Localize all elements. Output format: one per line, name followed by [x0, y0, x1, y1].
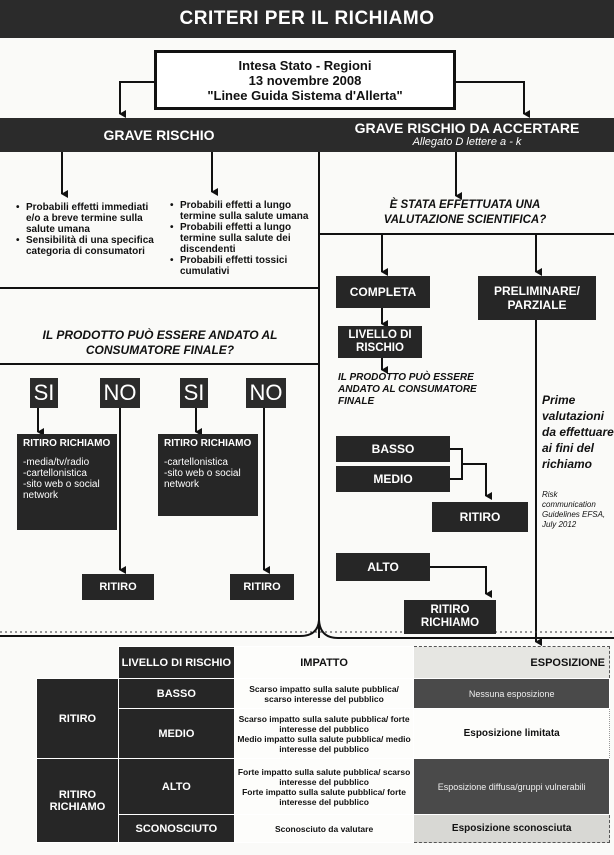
grave-rischio-header: GRAVE RISCHIO — [0, 118, 318, 152]
ritiro-richiamo-box-center: RITIRO RICHIAMO — [404, 600, 496, 634]
header-impatto: IMPATTO — [233, 646, 415, 679]
right-question: È STATA EFFETTUATA UNA VALUTAZIONE SCIEN… — [383, 199, 547, 226]
bullet-item: Probabili effetti immediati e/o a breve … — [16, 202, 156, 235]
intesa-line3: "Linee Guida Sistema d'Allerta" — [207, 87, 403, 103]
grave-rischio-da-accertare-header: GRAVE RISCHIO DA ACCERTARE Allegato D le… — [320, 118, 614, 152]
media-item: -sito web o social network — [164, 468, 241, 490]
bullets-long-term: Probabili effetti a lungo termine sulla … — [170, 200, 315, 277]
medio-box: MEDIO — [336, 466, 450, 492]
basso-box: BASSO — [336, 436, 450, 462]
impact-basso: Scarso impatto sulla salute pubblica/ sc… — [233, 678, 415, 709]
exposure-basso: Nessuna esposizione — [413, 678, 610, 709]
livello-rischio-box: LIVELLO DI RISCHIO — [338, 326, 422, 358]
impact-alto: Forte impatto sulla salute pubblica/ sca… — [233, 758, 415, 815]
si-label-2: SI — [180, 378, 208, 408]
completa-box: COMPLETA — [336, 276, 430, 308]
level-basso: BASSO — [117, 678, 235, 709]
level-medio: MEDIO — [117, 708, 235, 759]
grave-accertare-subtitle: Allegato D lettere a - k — [412, 136, 522, 148]
ritiro-box-left: RITIRO — [82, 574, 154, 600]
exposure-alto: Esposizione diffusa/gruppi vulnerabili — [413, 758, 610, 815]
grave-accertare-title: GRAVE RISCHIO DA ACCERTARE — [354, 120, 580, 136]
intesa-line1: Intesa Stato - Regioni — [238, 57, 372, 73]
page-title: CRITERI PER IL RICHIAMO — [0, 0, 614, 38]
si-label: SI — [30, 378, 58, 408]
media-item: -cartellonistica — [23, 468, 87, 479]
ritiro-box-center: RITIRO — [432, 502, 528, 532]
risk-table: LIVELLO DI RISCHIO IMPATTO ESPOSIZIONE R… — [36, 646, 610, 843]
bullets-short-term: Probabili effetti immediati e/o a breve … — [16, 202, 156, 257]
left-question: IL PRODOTTO PUÒ ESSERE ANDATO AL CONSUMA… — [42, 328, 278, 357]
no-label-2: NO — [246, 378, 286, 408]
media-item: -cartellonistica — [164, 457, 228, 468]
empty-cell — [37, 647, 119, 679]
bullet-item: Probabili effetti a lungo termine sulla … — [170, 222, 315, 255]
ritiro-richiamo-title: RITIRO RICHIAMO — [23, 438, 111, 449]
intesa-line2: 13 novembre 2008 — [248, 72, 362, 88]
ritiro-richiamo-box-1: RITIRO RICHIAMO -media/tv/radio -cartell… — [17, 434, 117, 530]
media-item: -sito web o social network — [23, 479, 100, 501]
header-esposizione: ESPOSIZIONE — [413, 646, 610, 679]
risk-communication-note: Risk communication Guidelines EFSA, July… — [542, 490, 606, 529]
no-label: NO — [100, 378, 140, 408]
impact-medio: Scarso impatto sulla salute pubblica/ fo… — [233, 708, 415, 759]
ritiro-box-right: RITIRO — [230, 574, 294, 600]
level-medio-label: MEDIO — [158, 727, 195, 740]
level-alto: ALTO — [117, 758, 235, 815]
preliminare-parziale-box: PRELIMINARE/ PARZIALE — [478, 276, 596, 320]
impact-alto-1: Forte impatto sulla salute pubblica/ sca… — [237, 766, 411, 787]
bullet-item: Sensibilità di una specifica categoria d… — [16, 235, 156, 257]
prime-valutazioni-text: Prime valutazioni da effettuare ai fini … — [542, 393, 614, 471]
impact-medio-2: Medio impatto sulla salute pubblica/ med… — [237, 733, 411, 754]
exposure-sconosciuto: Esposizione sconosciuta — [413, 814, 610, 843]
level-sconosciuto: SCONOSCIUTO — [117, 814, 235, 843]
bullet-item: Probabili effetti a lungo termine sulla … — [170, 200, 315, 222]
impact-alto-2: Forte impatto sulla salute pubblica/ for… — [242, 786, 406, 807]
exposure-medio: Esposizione limitata — [413, 708, 610, 759]
ritiro-richiamo-box-2: RITIRO RICHIAMO -cartellonistica -sito w… — [158, 434, 258, 516]
impact-sconosciuto: Sconosciuto da valutare — [233, 814, 415, 843]
intesa-box: Intesa Stato - Regioni 13 novembre 2008 … — [154, 50, 456, 110]
row-group-ritiro: RITIRO — [36, 678, 119, 759]
row-group-ritiro-richiamo: RITIRO RICHIAMO — [36, 758, 119, 843]
impact-medio-1: Scarso impatto sulla salute pubblica/ fo… — [238, 713, 410, 734]
bullet-item: Probabili effetti tossici cumulativi — [170, 255, 315, 277]
ritiro-richiamo-title: RITIRO RICHIAMO — [164, 438, 252, 449]
right-question-2: IL PRODOTTO PUÒ ESSERE ANDATO AL CONSUMA… — [338, 372, 477, 407]
alto-box: ALTO — [336, 553, 430, 581]
media-item: -media/tv/radio — [23, 457, 90, 468]
header-livello-rischio: LIVELLO DI RISCHIO — [117, 646, 235, 679]
